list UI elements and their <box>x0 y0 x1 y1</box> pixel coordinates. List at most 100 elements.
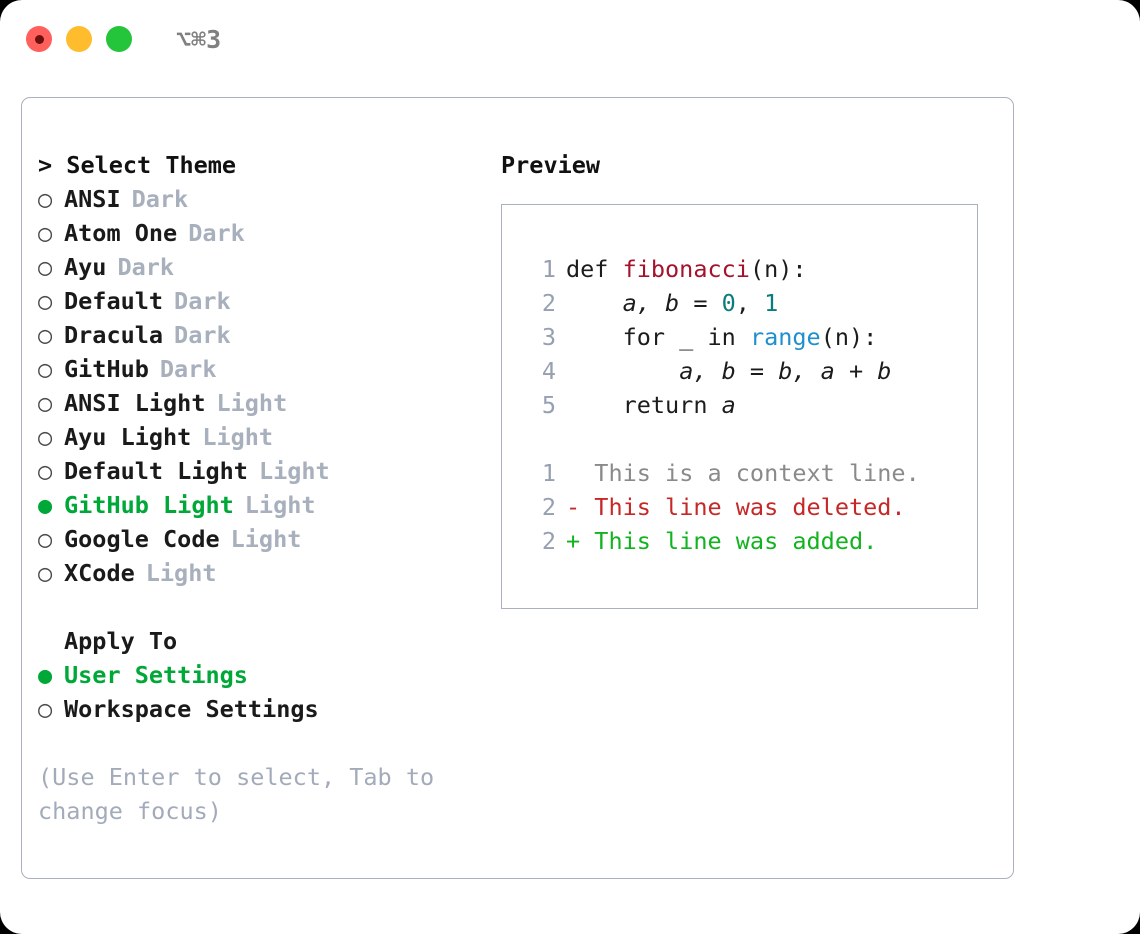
theme-option-kind: Dark <box>117 253 175 281</box>
code-line-text: a, b = 0, 1 <box>566 286 779 320</box>
radio-unselected-icon: ○ <box>38 219 53 247</box>
radio-unselected-icon: ○ <box>38 321 53 349</box>
theme-option-google-code[interactable]: ○ Google Code Light <box>38 522 483 556</box>
theme-option-kind: Light <box>230 525 302 553</box>
theme-option-label: Google Code <box>64 525 220 553</box>
radio-unselected-icon: ○ <box>38 185 53 213</box>
code-token-fn: fibonacci <box>622 255 750 283</box>
radio-selected-icon: ● <box>38 491 53 519</box>
traffic-lights <box>26 26 132 52</box>
radio-unselected-icon: ○ <box>38 287 53 315</box>
diff-line-body: This line was added. <box>580 527 878 555</box>
code-token-var: a <box>721 391 736 419</box>
apply-to-option-workspace-settings[interactable]: ○ Workspace Settings <box>38 692 483 726</box>
diff-line-number: 2 <box>541 527 556 555</box>
diff-marker: - <box>566 493 581 521</box>
shortcut-label: ⌥⌘3 <box>176 24 222 54</box>
theme-option-dracula[interactable]: ○ Dracula Dark <box>38 318 483 352</box>
code-line: 3 for _ in range(n): <box>502 320 977 354</box>
diff-marker: + <box>566 527 581 555</box>
diff-line-body: This is a context line. <box>580 459 920 487</box>
radio-unselected-icon: ○ <box>38 695 53 723</box>
code-token-plain: = <box>735 357 779 385</box>
code-line: 5 return a <box>502 388 977 422</box>
diff-line-text: This is a context line. <box>566 456 920 490</box>
diff-line-number: 1 <box>541 459 556 487</box>
theme-option-label: Default <box>64 287 164 315</box>
code-token-plain: return <box>566 391 722 419</box>
diff-line-body: This line was deleted. <box>580 493 906 521</box>
theme-option-kind: Light <box>258 457 330 485</box>
maximize-icon[interactable] <box>106 26 132 52</box>
theme-option-kind: Dark <box>159 355 217 383</box>
code-line-text: def fibonacci(n): <box>566 252 807 286</box>
list-gap <box>38 590 483 624</box>
theme-option-kind: Light <box>216 389 288 417</box>
theme-option-label: ANSI <box>64 185 121 213</box>
theme-option-kind: Dark <box>174 321 231 349</box>
code-token-plain: = <box>679 289 722 317</box>
radio-unselected-icon: ○ <box>38 457 53 485</box>
theme-option-label: ANSI Light <box>64 389 206 417</box>
code-token-var: a, b <box>679 357 736 385</box>
theme-option-ansi[interactable]: ○ ANSI Dark <box>38 182 483 216</box>
diff-sample: 1 This is a context line. 2- This line wa… <box>502 456 977 558</box>
apply-to-list: ● User Settings ○ Workspace Settings <box>38 658 483 726</box>
diff-marker <box>566 459 580 487</box>
theme-option-kind: Light <box>244 491 316 519</box>
apply-to-option-user-settings[interactable]: ● User Settings <box>38 658 483 692</box>
code-line-number: 1 <box>541 255 556 283</box>
code-diff-gap <box>502 422 977 456</box>
apply-to-option-label: User Settings <box>64 661 248 689</box>
code-token-plain: for _ in <box>566 323 750 351</box>
apply-to-option-label: Workspace Settings <box>64 695 319 723</box>
theme-option-label: XCode <box>64 559 135 587</box>
radio-selected-icon: ● <box>38 661 53 689</box>
theme-option-ansi-light[interactable]: ○ ANSI Light Light <box>38 386 483 420</box>
diff-line-ctx: 1 This is a context line. <box>502 456 977 490</box>
select-theme-heading: > Select Theme <box>38 148 483 182</box>
code-line: 2 a, b = 0, 1 <box>502 286 977 320</box>
radio-unselected-icon: ○ <box>38 559 53 587</box>
radio-unselected-icon: ○ <box>38 525 53 553</box>
code-token-num: 1 <box>764 289 779 317</box>
code-line-text: a, b = b, a + b <box>566 354 891 388</box>
theme-option-kind: Dark <box>188 219 245 247</box>
prompt-caret-icon: > <box>38 151 67 179</box>
code-line-number: 2 <box>541 289 556 317</box>
code-token-plain: def <box>566 255 623 283</box>
close-icon[interactable] <box>26 26 52 52</box>
code-token-var: b, a + b <box>778 357 892 385</box>
code-token-plain <box>566 289 623 317</box>
minimize-icon[interactable] <box>66 26 92 52</box>
code-token-plain: (n): <box>820 323 878 351</box>
radio-unselected-icon: ○ <box>38 389 53 417</box>
theme-option-label: Ayu <box>64 253 107 281</box>
code-line-number: 5 <box>541 391 556 419</box>
code-token-bi: range <box>749 323 821 351</box>
code-token-var: a, b <box>622 289 680 317</box>
theme-option-atom-one[interactable]: ○ Atom One Dark <box>38 216 483 250</box>
code-line: 4 a, b = b, a + b <box>502 354 977 388</box>
apply-to-heading: Apply To <box>64 627 178 655</box>
window-titlebar: ⌥⌘3 <box>0 0 1140 78</box>
code-token-num: 0 <box>721 289 736 317</box>
theme-option-label: GitHub Light <box>64 491 234 519</box>
code-token-plain: (n): <box>749 255 807 283</box>
theme-option-label: Dracula <box>64 321 164 349</box>
preview-title: Preview <box>501 151 601 179</box>
theme-option-github-light[interactable]: ● GitHub Light Light <box>38 488 483 522</box>
theme-option-kind: Dark <box>131 185 189 213</box>
theme-option-kind: Light <box>202 423 274 451</box>
theme-option-label: Atom One <box>64 219 178 247</box>
